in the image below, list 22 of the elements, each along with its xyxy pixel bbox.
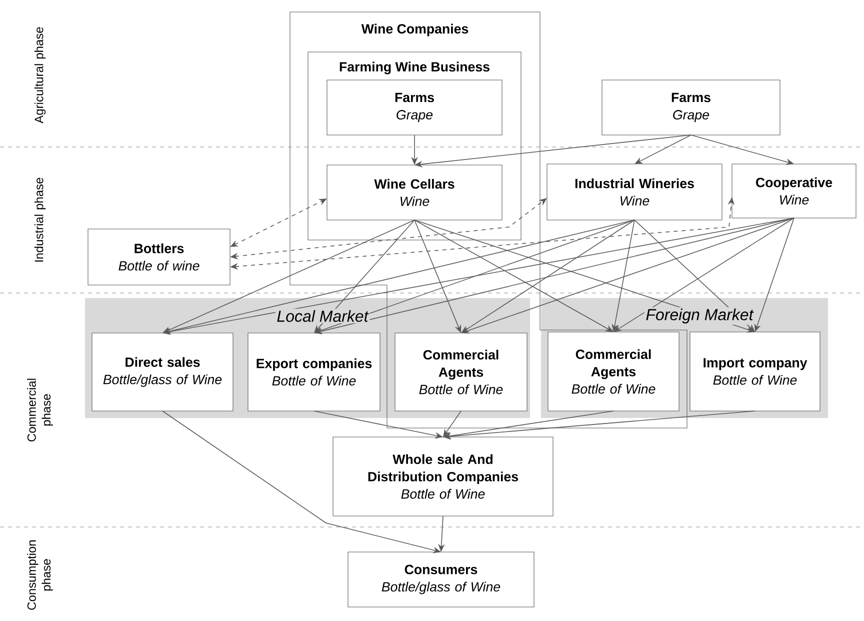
process-box: Farms Grape [602, 80, 780, 136]
process-box: Commercial Agents Bottle of Wine [548, 332, 680, 412]
process-box: Commercial Agents Bottle of Wine [394, 332, 528, 412]
process-box: Bottlers Bottle of wine [88, 228, 230, 286]
phase-label: Consumption phase [27, 540, 53, 610]
phase-label: Commercial phase [27, 378, 53, 442]
process-box: Import company Bottle of Wine [690, 332, 820, 412]
process-box: Cooperative Wine [732, 164, 856, 218]
arrow [614, 218, 794, 332]
arrow [443, 410, 462, 437]
phase-label: Agricultural phase [34, 27, 46, 124]
process-box: Whole sale And Distribution Companies Bottle of Wine [332, 436, 554, 516]
arrow [461, 220, 635, 333]
process-box: Direct sales Bottle/glass of Wine [92, 332, 234, 412]
process-box: Industrial Wineries Wine [546, 164, 722, 220]
band-title: Local Market [275, 308, 370, 324]
phase-label: Industrial phase [34, 178, 46, 262]
process-box: Farms Grape [326, 80, 502, 136]
band-title: Foreign Market [644, 307, 755, 325]
process-box: Wine Cellars Wine [326, 164, 502, 220]
process-box: Export companies Bottle of Wine [248, 332, 380, 412]
process-box: Consumers Bottle/glass of Wine [348, 552, 534, 608]
